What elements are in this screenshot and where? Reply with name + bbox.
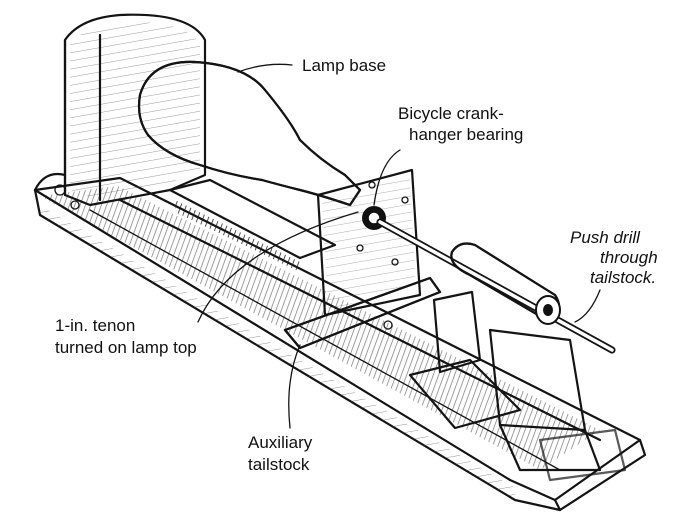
bearing-plate [316, 168, 422, 317]
label-drill-line2: through [600, 248, 658, 267]
label-aux-line2: tailstock [248, 455, 310, 474]
label-bearing-line1: Bicycle crank- [398, 104, 504, 123]
label-lamp-base: Lamp base [302, 56, 387, 75]
tailstock-sleeve [450, 242, 561, 325]
auxiliary-tailstock-frame [283, 276, 627, 482]
label-drill-line3: tailstock. [590, 268, 657, 287]
leader-aux [288, 344, 301, 429]
label-bearing-line2: hanger bearing [409, 125, 524, 144]
label-tenon-line1: 1-in. tenon [55, 316, 136, 335]
label-tenon-line2: turned on lamp top [55, 338, 197, 357]
leader-drill [574, 289, 601, 323]
label-drill-line1: Push drill [570, 228, 640, 247]
lathe-bed [33, 176, 647, 512]
leader-lamp-base [237, 63, 293, 73]
label-aux-line1: Auxiliary [248, 433, 313, 452]
leader-tenon [197, 211, 359, 323]
drill-rod [376, 218, 616, 354]
headstock [33, 13, 207, 210]
leader-lines [197, 63, 601, 429]
leader-bearing [373, 149, 401, 206]
